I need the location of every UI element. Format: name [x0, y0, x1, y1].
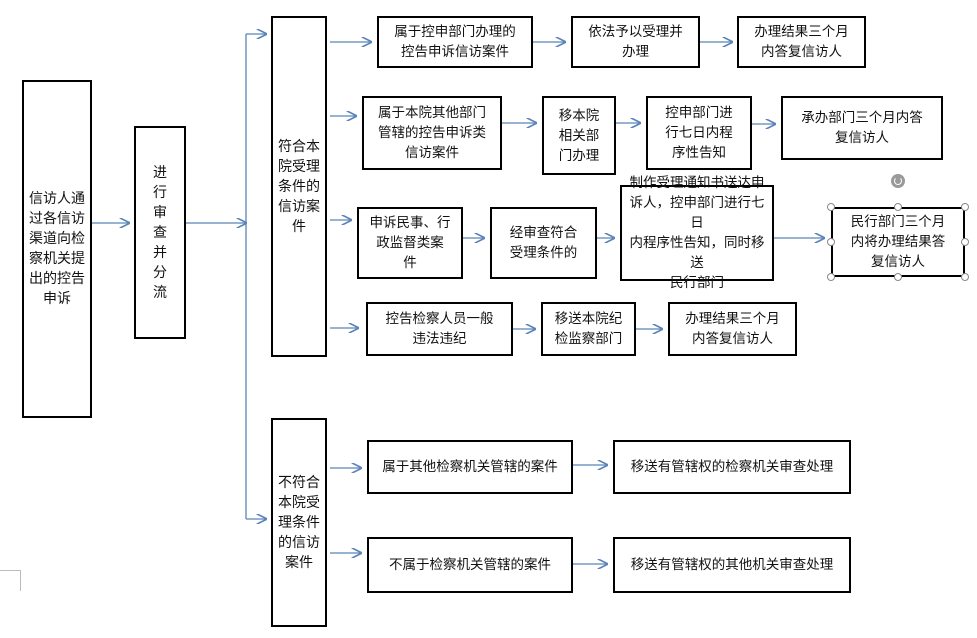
n2-transfer-other-authority: 移送有管辖权的其他机关审查处理: [613, 537, 851, 593]
r2-b-label: 移本院 相关部 门办理: [558, 107, 600, 164]
n1-transfer-procuratorate: 移送有管辖权的检察机关审查处理: [613, 440, 851, 494]
r3-acceptance-notice: 制作受理通知书送达申 诉人，控申部门进行七日 内程序性告知，同时移送 民行部门: [620, 175, 774, 291]
review-box: 进行审查并分流: [134, 126, 186, 339]
r1-b-label: 依法予以受理并 办理: [588, 24, 683, 60]
r3-civil-admin-cases: 申诉民事、行 政监督类案 件: [357, 207, 463, 279]
review-label: 进行审查并分流: [153, 164, 167, 301]
r2-reply-by-dept: 承办部门三个月内答 复信访人: [781, 96, 943, 160]
resize-handle-tl[interactable]: [827, 203, 835, 211]
source-box: 信访人通过各信访渠道向检察机关提出的控告申诉: [22, 80, 92, 418]
page-corner-mark: [0, 570, 21, 591]
resize-handle-tc[interactable]: [894, 203, 902, 211]
source-label: 信访人通过各信访渠道向检察机关提出的控告申诉: [29, 191, 85, 307]
resize-handle-mr[interactable]: [961, 238, 969, 246]
r4-c-label: 办理结果三个月 内答复信访人: [685, 311, 780, 347]
ineligible-label: 不符合本院受理条件的信访案件: [278, 474, 320, 571]
r4-discipline-dept: 移送本院纪 检监察部门: [541, 302, 636, 356]
n2-a-label: 不属于检察机关管辖的案件: [389, 557, 551, 573]
n1-a-label: 属于其他检察机关管辖的案件: [382, 459, 558, 475]
n1-other-procuratorate: 属于其他检察机关管辖的案件: [367, 440, 573, 494]
r1-control-dept-cases: 属于控申部门办理的 控告申诉信访案件: [377, 16, 533, 68]
r4-b-label: 移送本院纪 检监察部门: [554, 311, 623, 347]
r2-d-label: 承办部门三个月内答 复信访人: [801, 110, 923, 146]
rotate-handle[interactable]: [891, 174, 905, 188]
r2-transfer-dept: 移本院 相关部 门办理: [542, 96, 616, 175]
r4-staff-violation: 控告检察人员一般 违法违纪: [366, 302, 513, 356]
r3-d-label: 民行部门三个月 内将办理结果答 复信访人: [850, 214, 946, 270]
n2-non-procuratorate: 不属于检察机关管辖的案件: [367, 537, 573, 593]
resize-handle-tr[interactable]: [961, 203, 969, 211]
n1-b-label: 移送有管辖权的检察机关审查处理: [630, 459, 834, 475]
r1-c-label: 办理结果三个月 内答复信访人: [754, 24, 849, 60]
r2-other-dept-cases: 属于本院其他部门 管辖的控告申诉类 信访案件: [362, 96, 502, 170]
resize-handle-bc[interactable]: [894, 273, 902, 281]
r2-a-label: 属于本院其他部门 管辖的控告申诉类 信访案件: [378, 105, 486, 161]
r3-c-label: 制作受理通知书送达申 诉人，控申部门进行七日 内程序性告知，同时移送 民行部门: [629, 175, 765, 291]
r4-reply-3-months: 办理结果三个月 内答复信访人: [668, 302, 797, 356]
eligible-label: 符合本院受理条件的信访案件: [278, 138, 320, 235]
r1-accept-handle: 依法予以受理并 办理: [571, 16, 700, 68]
r3-b-label: 经审查符合 受理条件的: [509, 225, 578, 261]
resize-handle-bl[interactable]: [827, 273, 835, 281]
r3-meets-criteria: 经审查符合 受理条件的: [490, 207, 597, 279]
r2-seven-day-notice: 控申部门进 行七日内程 序性告知: [646, 96, 752, 170]
r1-reply-3-months: 办理结果三个月 内答复信访人: [737, 16, 866, 68]
resize-handle-br[interactable]: [961, 273, 969, 281]
r4-a-label: 控告检察人员一般 违法违纪: [385, 311, 494, 347]
n2-b-label: 移送有管辖权的其他机关审查处理: [630, 557, 834, 573]
resize-handle-ml[interactable]: [827, 238, 835, 246]
eligible-box: 符合本院受理条件的信访案件: [271, 16, 327, 357]
r3-a-label: 申诉民事、行 政监督类案 件: [369, 215, 451, 271]
r3-civil-dept-reply[interactable]: 民行部门三个月 内将办理结果答 复信访人: [831, 207, 965, 277]
r2-c-label: 控申部门进 行七日内程 序性告知: [665, 105, 733, 161]
r1-a-label: 属于控申部门办理的 控告申诉信访案件: [394, 24, 516, 60]
ineligible-box: 不符合本院受理条件的信访案件: [271, 418, 327, 627]
